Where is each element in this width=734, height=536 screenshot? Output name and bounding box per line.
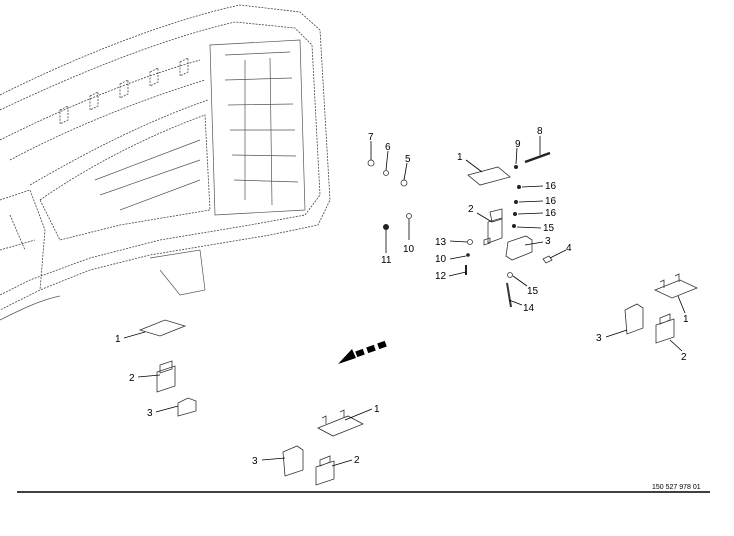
callout-2: 2 bbox=[354, 455, 360, 466]
drawing-number: 150 527 978 01 bbox=[652, 484, 701, 491]
callout-6: 6 bbox=[385, 142, 391, 153]
callout-16: 16 bbox=[545, 181, 557, 192]
direction-arrow-icon bbox=[338, 340, 387, 364]
callout-16: 16 bbox=[545, 196, 557, 207]
callout-11: 11 bbox=[381, 255, 392, 266]
left-parts-group bbox=[138, 319, 197, 417]
callout-2: 2 bbox=[681, 352, 687, 363]
callout-3: 3 bbox=[545, 236, 551, 247]
callout-12: 12 bbox=[435, 271, 447, 282]
callout-2: 2 bbox=[468, 204, 474, 215]
callout-1: 1 bbox=[683, 314, 689, 325]
callout-10: 10 bbox=[435, 254, 447, 265]
callout-4: 4 bbox=[566, 243, 572, 254]
callout-2: 2 bbox=[129, 373, 135, 384]
callout-3: 3 bbox=[596, 333, 602, 344]
cab-front-illustration bbox=[0, 4, 331, 321]
bottom-parts-group bbox=[282, 409, 364, 486]
right-parts-group bbox=[624, 273, 699, 344]
center-parts-group bbox=[367, 151, 553, 308]
callout-8: 8 bbox=[537, 126, 543, 137]
callout-3: 3 bbox=[147, 408, 153, 419]
callout-15: 15 bbox=[543, 223, 555, 234]
callout-15: 15 bbox=[527, 286, 539, 297]
callout-10: 10 bbox=[403, 244, 415, 255]
callout-1: 1 bbox=[457, 152, 463, 163]
callout-3: 3 bbox=[252, 456, 258, 467]
callout-13: 13 bbox=[435, 237, 447, 248]
callout-1: 1 bbox=[374, 404, 380, 415]
callout-5: 5 bbox=[405, 154, 411, 165]
callout-16: 16 bbox=[545, 208, 557, 219]
callout-14: 14 bbox=[523, 303, 535, 314]
callout-7: 7 bbox=[368, 132, 374, 143]
leader-lines bbox=[123, 136, 686, 467]
callout-1: 1 bbox=[115, 334, 121, 345]
callout-9: 9 bbox=[515, 139, 521, 150]
